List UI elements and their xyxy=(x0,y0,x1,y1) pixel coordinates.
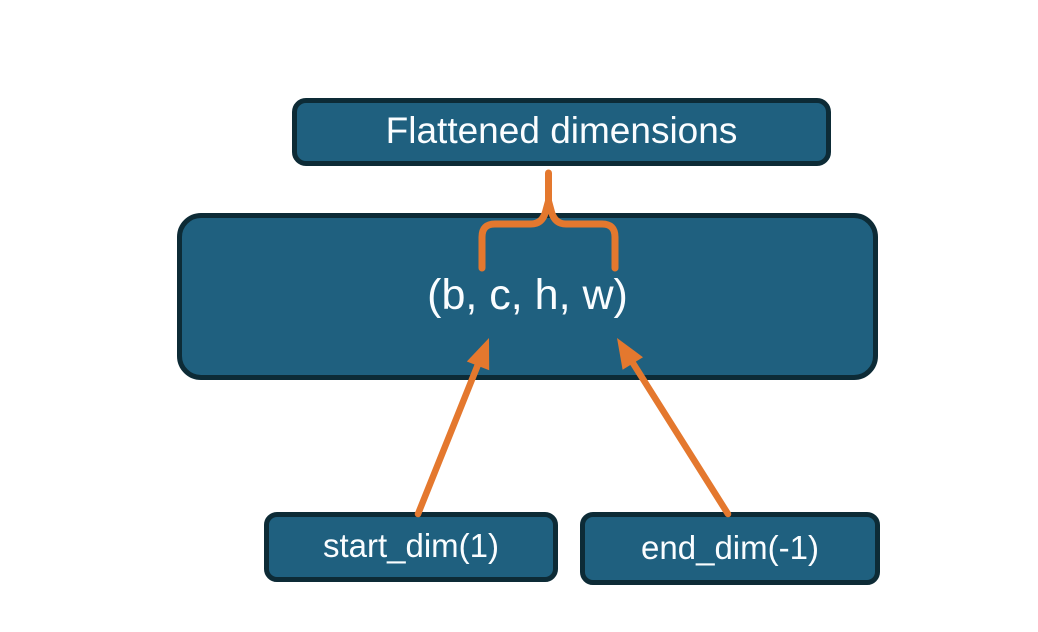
end-dim-box: end_dim(-1) xyxy=(580,512,880,585)
start-dim-box: start_dim(1) xyxy=(264,512,558,582)
start-dim-label: start_dim(1) xyxy=(322,527,500,564)
flattened-dimensions-label: Flattened dimensions xyxy=(385,110,738,151)
end-dim-arrow-line xyxy=(627,356,732,518)
flattened-dimensions-box: Flattened dimensions xyxy=(292,98,831,166)
start-dim-arrow-line xyxy=(414,358,483,518)
tensor-shape-label: (b, c, h, w) xyxy=(427,270,628,319)
end-dim-label: end_dim(-1) xyxy=(641,528,819,566)
tensor-shape-box: (b, c, h, w) xyxy=(177,213,878,380)
